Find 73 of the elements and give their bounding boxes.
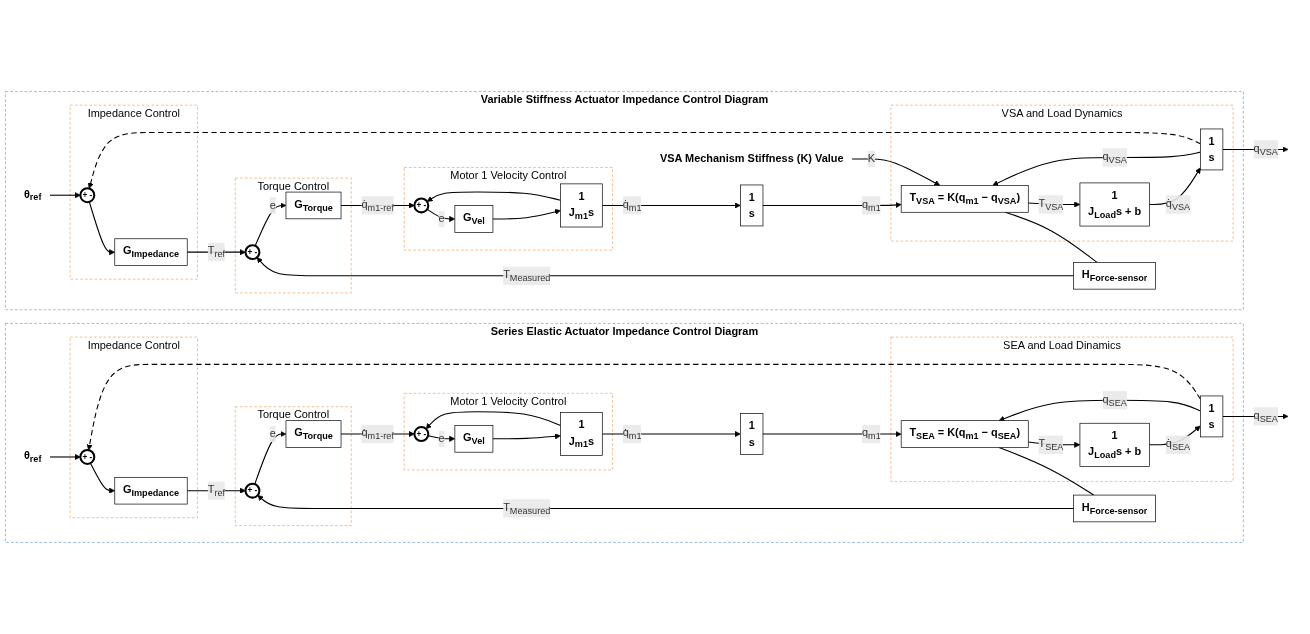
edge-label: q$_{m1}$ <box>861 426 881 442</box>
node-box: 1 J$_{Load}$s + b <box>1079 182 1150 227</box>
arrow <box>425 411 562 430</box>
arrow <box>254 202 287 247</box>
edge-label: q$_{m1}$ <box>861 198 881 213</box>
edge-label: T$_{ref}$ <box>207 483 226 498</box>
edge-label: T$_{SEA}$ <box>1038 437 1064 453</box>
arrow <box>89 462 116 494</box>
arrow <box>186 487 246 494</box>
edge-label: T$_{Measured}$ <box>503 501 551 516</box>
edge-label: q$_{VSA}$ <box>1102 150 1127 165</box>
edge-label: q$_{SEA}$ <box>1253 409 1278 424</box>
node-box: G$_{Vel}$ <box>454 205 494 233</box>
edge-label: q̇$_{m1}$ <box>622 426 642 442</box>
node-box: 1 J$_{m1}$s <box>560 412 603 456</box>
node-box: 1 s <box>1200 395 1224 438</box>
arrow <box>601 202 741 209</box>
arrow <box>426 208 456 222</box>
arrow <box>257 495 1075 509</box>
node-text: VSA Mechanism Stiffness (K) Value <box>659 152 844 165</box>
edge-label: e <box>269 427 276 440</box>
edge-label: T$_{ref}$ <box>207 244 226 260</box>
node-box: G$_{Impedance}$ <box>114 477 188 505</box>
node-box: 1 J$_{m1}$s <box>560 183 603 228</box>
node-circle: + - <box>413 197 430 214</box>
arrow <box>762 202 902 208</box>
arrow <box>426 191 562 202</box>
edge-label: K <box>867 152 875 165</box>
edge-label: q$_{SEA}$ <box>1102 393 1127 408</box>
node-box: G$_{Vel}$ <box>454 425 494 453</box>
edge-label: e <box>269 199 276 211</box>
edge-label: q̇$_{m1-ref}$ <box>361 426 394 442</box>
edge-label: T$_{Measured}$ <box>503 268 551 284</box>
arrow <box>492 209 561 220</box>
arrow <box>998 399 1201 422</box>
node-text: θ$_{ref}$ <box>23 187 42 203</box>
edge-label: q̇$_{VSA}$ <box>1165 197 1191 212</box>
node-box: T$_{SEA}$ = K(q$_{m1}$ − q$_{SEA}$) <box>900 420 1029 448</box>
arrow <box>601 431 741 438</box>
node-box: 1 s <box>1200 128 1224 171</box>
node-circle: + - <box>244 244 261 261</box>
node-circle: + - <box>244 482 261 499</box>
node-box: G$_{Impedance}$ <box>114 238 188 266</box>
node-box: 1 s <box>740 413 764 455</box>
arrow <box>427 435 456 442</box>
edge-label: q$_{VSA}$ <box>1253 142 1278 157</box>
edge-label: T$_{VSA}$ <box>1038 197 1064 212</box>
arrow <box>992 151 1201 186</box>
node-box: G$_{Torque}$ <box>285 191 342 220</box>
node-box: T$_{VSA}$ = K(q$_{m1}$ − q$_{VSA}$) <box>900 185 1029 213</box>
connector <box>998 446 1095 496</box>
arrow <box>88 201 116 256</box>
node-box: 1 s <box>740 184 764 227</box>
arrow <box>851 158 941 186</box>
node-circle: + - <box>79 187 96 204</box>
node-circle: + - <box>79 449 96 465</box>
node-text: θ$_{ref}$ <box>23 449 42 465</box>
node-box: G$_{Torque}$ <box>285 420 342 448</box>
edge-label: q̇$_{SEA}$ <box>1165 437 1191 453</box>
edge-label: q̇$_{m1-ref}$ <box>361 198 394 213</box>
arrow <box>492 433 561 440</box>
arrow <box>87 131 1201 189</box>
arrow <box>49 453 81 460</box>
node-box: H$_{Force-sensor}$ <box>1073 494 1156 523</box>
arrow <box>49 192 81 199</box>
node-box: 1 J$_{Load}$s + b <box>1079 422 1150 467</box>
arrow <box>254 431 287 485</box>
node-box: H$_{Force-sensor}$ <box>1073 262 1156 290</box>
edge-label: e <box>438 432 445 445</box>
node-circle: + - <box>413 426 430 442</box>
arrow <box>256 257 1075 277</box>
edge-label: q̇$_{m1}$ <box>622 198 642 213</box>
edge-label: e <box>438 212 445 225</box>
